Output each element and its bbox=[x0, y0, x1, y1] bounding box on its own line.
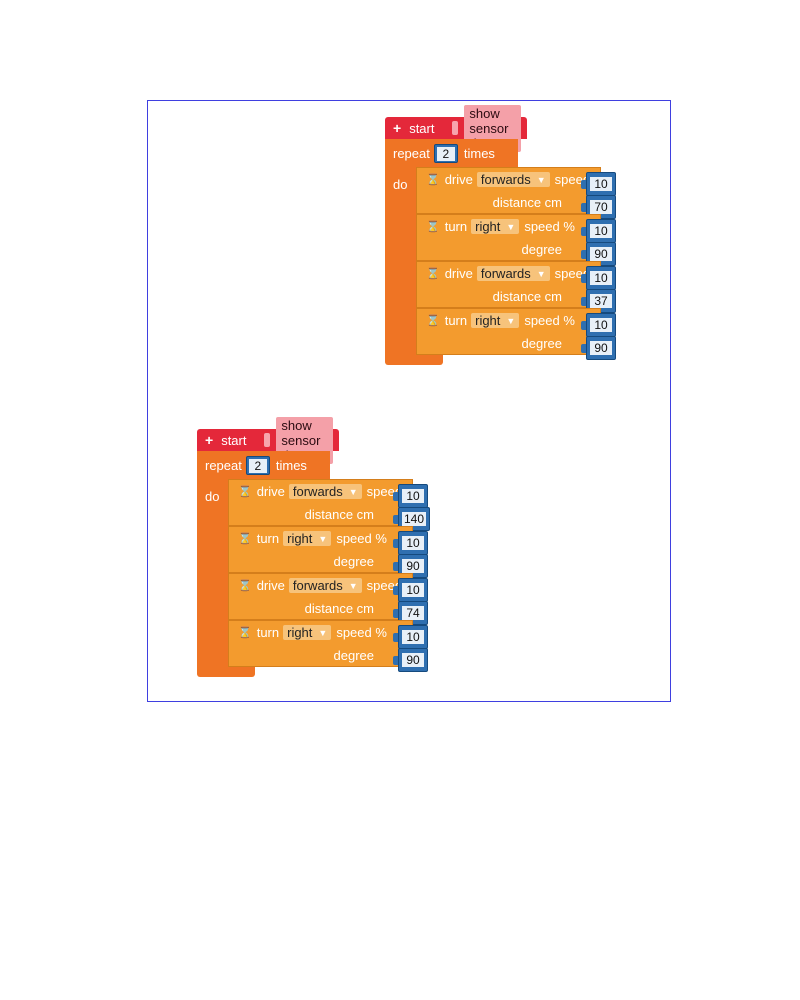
distance-input[interactable]: 140 bbox=[393, 507, 431, 531]
repeat-label: repeat bbox=[393, 145, 430, 161]
hourglass-icon: ⌛ bbox=[426, 315, 440, 327]
hourglass-icon: ⌛ bbox=[238, 580, 252, 592]
hourglass-icon: ⌛ bbox=[238, 627, 252, 639]
chevron-down-icon: ▼ bbox=[536, 268, 546, 279]
speed-label: speed % bbox=[524, 219, 575, 234]
repeat-foot bbox=[197, 667, 255, 677]
second-param-label: degree bbox=[333, 554, 374, 569]
chevron-down-icon: ▼ bbox=[318, 533, 328, 544]
chevron-down-icon: ▼ bbox=[536, 174, 546, 185]
direction-dropdown[interactable]: forwards▼ bbox=[476, 172, 550, 187]
second-param-label: distance cm bbox=[492, 289, 562, 304]
hourglass-icon: ⌛ bbox=[238, 533, 252, 545]
do-label: do bbox=[205, 489, 220, 504]
direction-dropdown[interactable]: forwards▼ bbox=[288, 484, 362, 499]
hourglass-icon: ⌛ bbox=[238, 486, 252, 498]
degree-input[interactable]: 90 bbox=[393, 554, 428, 578]
times-label: times bbox=[463, 145, 495, 161]
second-param-label: distance cm bbox=[304, 507, 374, 522]
speed-label: speed % bbox=[336, 531, 387, 546]
action-label: turn bbox=[256, 625, 280, 640]
degree-input[interactable]: 90 bbox=[581, 242, 616, 266]
speed-input[interactable]: 10 bbox=[393, 578, 428, 602]
speed-input[interactable]: 10 bbox=[581, 266, 616, 290]
hourglass-icon: ⌛ bbox=[426, 174, 440, 186]
action-label: turn bbox=[444, 313, 468, 328]
degree-input[interactable]: 90 bbox=[581, 336, 616, 360]
start-label: start bbox=[221, 432, 247, 448]
action-label: turn bbox=[256, 531, 280, 546]
distance-input[interactable]: 74 bbox=[393, 601, 428, 625]
direction-dropdown[interactable]: forwards▼ bbox=[476, 266, 550, 281]
speed-input[interactable]: 10 bbox=[581, 313, 616, 337]
chevron-down-icon: ▼ bbox=[348, 486, 358, 497]
plus-icon[interactable]: + bbox=[205, 432, 214, 448]
action-label: drive bbox=[256, 578, 285, 593]
chevron-down-icon: ▼ bbox=[506, 221, 516, 232]
second-param-label: distance cm bbox=[492, 195, 562, 210]
do-label: do bbox=[393, 177, 408, 192]
second-param-label: degree bbox=[521, 242, 562, 257]
distance-input[interactable]: 37 bbox=[581, 289, 616, 313]
repeat-count-input[interactable]: 2 bbox=[245, 455, 270, 475]
speed-input[interactable]: 10 bbox=[581, 172, 616, 196]
degree-input[interactable]: 90 bbox=[393, 648, 428, 672]
speed-input[interactable]: 10 bbox=[581, 219, 616, 243]
sensor-checkbox[interactable] bbox=[264, 433, 271, 447]
speed-input[interactable]: 10 bbox=[393, 531, 428, 555]
second-param-label: degree bbox=[521, 336, 562, 351]
direction-dropdown[interactable]: right▼ bbox=[471, 219, 520, 234]
second-param-label: distance cm bbox=[304, 601, 374, 616]
repeat-label: repeat bbox=[205, 457, 242, 473]
chevron-down-icon: ▼ bbox=[506, 315, 516, 326]
speed-input[interactable]: 10 bbox=[393, 625, 428, 649]
repeat-count-input[interactable]: 2 bbox=[433, 143, 458, 163]
speed-label: speed % bbox=[524, 313, 575, 328]
chevron-down-icon: ▼ bbox=[318, 627, 328, 638]
start-label: start bbox=[409, 120, 435, 136]
repeat-arm bbox=[197, 479, 228, 667]
direction-dropdown[interactable]: forwards▼ bbox=[288, 578, 362, 593]
direction-dropdown[interactable]: right▼ bbox=[283, 625, 332, 640]
action-label: turn bbox=[444, 219, 468, 234]
repeat-foot bbox=[385, 355, 443, 365]
speed-input[interactable]: 10 bbox=[393, 484, 428, 508]
direction-dropdown[interactable]: right▼ bbox=[471, 313, 520, 328]
speed-label: speed % bbox=[336, 625, 387, 640]
chevron-down-icon: ▼ bbox=[348, 580, 358, 591]
times-label: times bbox=[275, 457, 307, 473]
hourglass-icon: ⌛ bbox=[426, 221, 440, 233]
repeat-arm bbox=[385, 167, 416, 355]
action-label: drive bbox=[444, 172, 473, 187]
second-param-label: degree bbox=[333, 648, 374, 663]
direction-dropdown[interactable]: right▼ bbox=[283, 531, 332, 546]
hourglass-icon: ⌛ bbox=[426, 268, 440, 280]
plus-icon[interactable]: + bbox=[393, 120, 402, 136]
action-label: drive bbox=[256, 484, 285, 499]
sensor-checkbox[interactable] bbox=[452, 121, 459, 135]
action-label: drive bbox=[444, 266, 473, 281]
